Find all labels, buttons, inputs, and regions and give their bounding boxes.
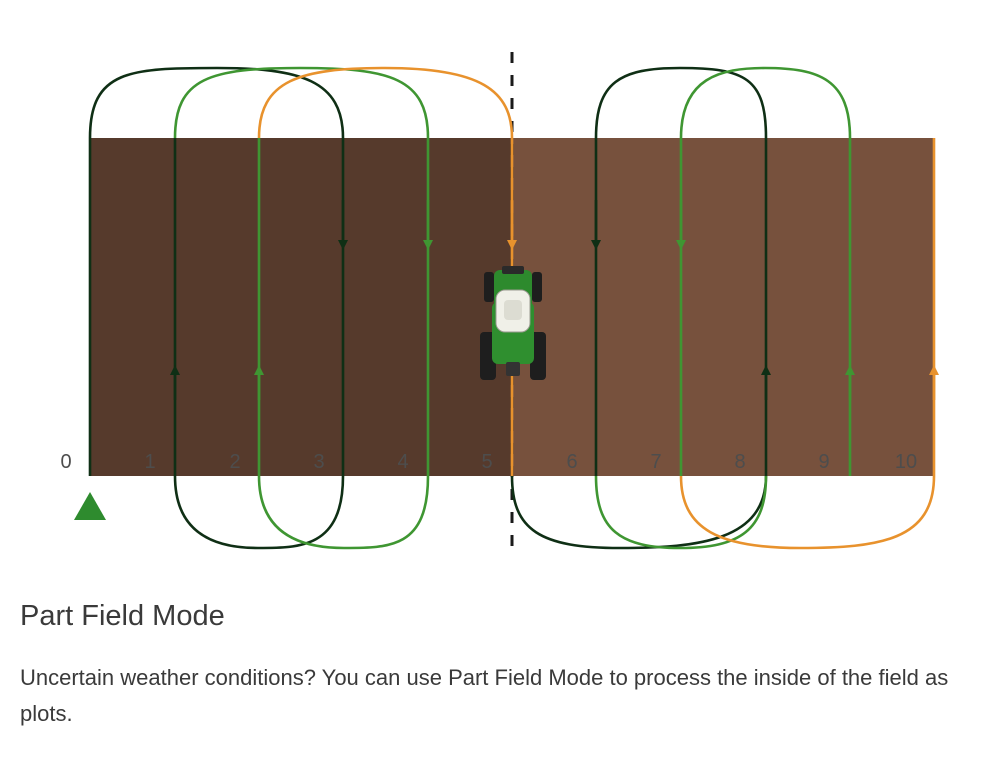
track-label: 7 bbox=[650, 451, 661, 473]
path-orange-loop bbox=[257, 66, 939, 550]
start-triangle-icon bbox=[74, 492, 106, 520]
track-label: 0 bbox=[60, 451, 71, 473]
part-field-diagram: 0 1 2 3 4 5 6 7 8 9 10 bbox=[60, 52, 939, 558]
track-label: 10 bbox=[895, 451, 917, 473]
track-labels: 0 1 2 3 4 5 6 7 8 9 10 bbox=[60, 451, 917, 473]
caption-title: Part Field Mode bbox=[20, 600, 225, 632]
track-label: 6 bbox=[566, 451, 577, 473]
track-label: 9 bbox=[818, 451, 829, 473]
path-green-loop bbox=[173, 66, 855, 550]
track-label: 5 bbox=[481, 451, 492, 473]
caption-text: Uncertain weather conditions? You can us… bbox=[20, 665, 949, 726]
track-label: 8 bbox=[734, 451, 745, 473]
track-label: 3 bbox=[313, 451, 324, 473]
track-label: 4 bbox=[397, 451, 408, 473]
track-label: 2 bbox=[229, 451, 240, 473]
field-unprocessed-area bbox=[512, 138, 934, 476]
field-processed-area bbox=[90, 138, 512, 476]
tractor-icon bbox=[480, 266, 546, 380]
track-label: 1 bbox=[144, 451, 155, 473]
